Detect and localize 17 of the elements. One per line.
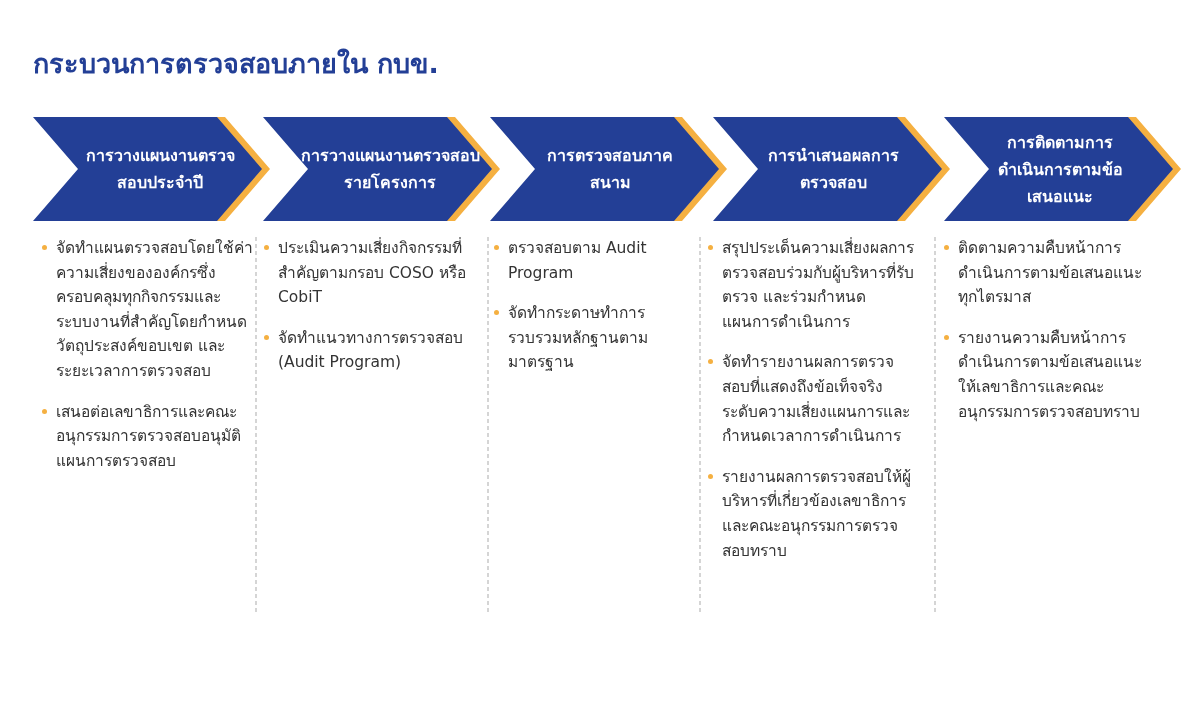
step-title: การตรวจสอบภาคสนาม <box>546 145 674 194</box>
page-title: กระบวนการตรวจสอบภายใน กบข. <box>33 47 439 81</box>
bullet-text: จัดทำรายงานผลการตรวจสอบที่แสดงถึงข้อเท็จจริง ระดับความเสี่ยงแผนการและกำหนดเวลาการดำเนินการ <box>708 350 920 449</box>
bullet-text: ติดตามความคืบหน้าการดำเนินการตามข้อเสนอแนะทุกไตรมาส <box>944 236 1159 310</box>
bullet-text: เสนอต่อเลขาธิการและคณะอนุกรรมการตรวจสอบอนุมัติแผนการตรวจสอบ <box>42 399 254 474</box>
bullet-text: จัดทำแผนตรวจสอบโดยใช้ค่าความเสี่ยงขององค์กรซึ่งครอบคลุมทุกกิจกรรมและระบบงานที่สำคัญโดยกำหนดวัตถุประสงค์ขอบเขต และระยะเวลาการตรวจสอบ <box>42 236 254 384</box>
step-title: การวางแผนงานตรวจสอบประจำปี <box>84 145 236 194</box>
bullet-text: ประเมินความเสี่ยงกิจกรรมที่สำคัญตามกรอบ COSO หรือ CobiT <box>264 236 479 310</box>
bullet-text: รายงานความคืบหน้าการดำเนินการตามข้อเสนอแนะให้เลขาธิการและคณะอนุกรรมการตรวจสอบทราบ <box>944 325 1159 425</box>
bullet-text: จัดทำกระดาษทำการรวบรวมหลักฐานตามมาตรฐาน <box>494 301 684 375</box>
step-title: การติดตามการดำเนินการตามข้อเสนอแนะ <box>996 131 1124 208</box>
bullet-text: รายงานผลการตรวจสอบให้ผู้บริหารที่เกี่ยวข้องเลขาธิการและคณะอนุกรรมการตรวจสอบทราบ <box>708 464 920 564</box>
bullet-text: ตรวจสอบตาม Audit Program <box>494 236 684 286</box>
step-title: การวางแผนงานตรวจสอบรายโครงการ <box>300 145 480 194</box>
bullet-text: สรุปประเด็นความเสี่ยงผลการตรวจสอบร่วมกับผู้บริหารที่รับตรวจ และร่วมกำหนดแผนการดำเนินการ <box>708 236 920 335</box>
step-title: การนำเสนอผลการตรวจสอบ <box>766 145 900 194</box>
bullet-text: จัดทำแนวทางการตรวจสอบ (Audit Program) <box>264 325 479 375</box>
